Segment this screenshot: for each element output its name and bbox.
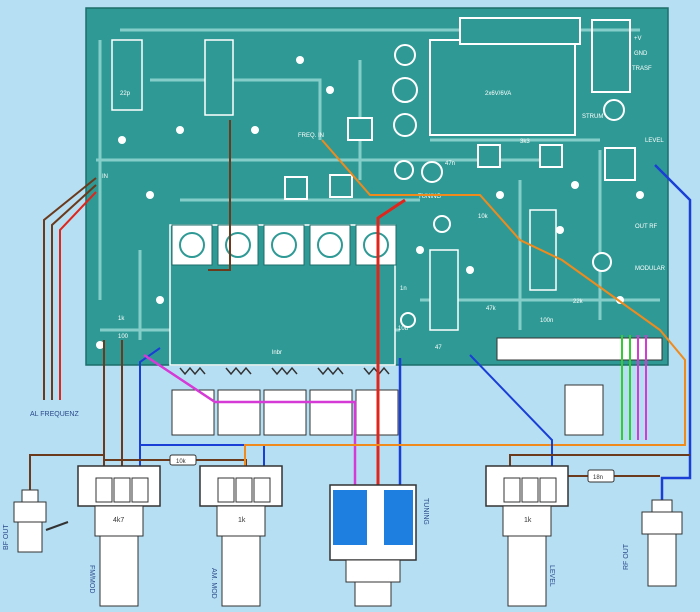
- pcb-label-10u: 10u: [398, 326, 408, 332]
- transformer-connector: [591, 19, 631, 93]
- pcb-label-47: 47: [435, 345, 442, 351]
- pcb-label-22p: 22p: [120, 91, 131, 97]
- bf-out-wire: [29, 454, 104, 490]
- switch-bank-logo: lnbr: [272, 350, 282, 356]
- blue-rf-wire: [654, 164, 692, 500]
- pcb-label-10k: 10k: [478, 214, 489, 220]
- freq-in-label: FREQ. IN: [298, 133, 324, 139]
- tuning-pcb-label: TUNING: [418, 194, 441, 200]
- rf-out-socket: RF OUT: [623, 499, 683, 587]
- pcb-label-3k3: 3k3: [520, 139, 530, 145]
- strum-label: STRUM: [582, 114, 603, 120]
- al-frequenz-label: AL FREQUENZ: [30, 411, 79, 418]
- transformer-label: TRASF: [632, 66, 652, 72]
- out-rf-label: OUT RF: [635, 224, 658, 230]
- level-potentiometer: 1k LEVEL: [485, 465, 569, 607]
- blue-level-wire: [469, 354, 553, 470]
- brown-switch-wire: [208, 120, 231, 271]
- fm-mod-label: FM/MOD: [88, 565, 95, 593]
- fm-mod-potentiometer: 4k7 FM/MOD: [77, 465, 161, 607]
- level-label: LEVEL: [548, 565, 555, 587]
- magenta-wire: [143, 353, 357, 485]
- strip-wires: [621, 335, 647, 440]
- tuning-capacitor: TUNING: [329, 484, 429, 607]
- in-pcb-label: IN: [102, 174, 108, 180]
- level-pcb-label: LEVEL: [645, 138, 664, 144]
- al-frequenz-wires: [43, 177, 97, 400]
- pcb-label-100n: 100n: [540, 318, 553, 324]
- transformer-inner: [459, 17, 581, 45]
- pcb-label-100: 100: [118, 334, 129, 340]
- am-mod-value: 1k: [238, 517, 246, 524]
- am-mod-label: AM. MOD: [210, 568, 217, 599]
- pcb-label-47k: 47k: [486, 306, 497, 312]
- bf-out-label: BF OUT: [3, 524, 10, 550]
- pcb-label-gnd: GND: [634, 51, 648, 57]
- transformer-rating: 2x6V/6VA: [485, 91, 511, 97]
- pcb-label-1k: 1k: [118, 316, 125, 322]
- rf-resistor-label: 18n: [593, 475, 603, 481]
- transformer-block: [429, 39, 576, 136]
- pcb-label-1n: 1n: [400, 286, 407, 292]
- pcb-label-47n: 47n: [445, 161, 455, 167]
- switch-springs: [179, 366, 390, 376]
- rf-resistor: [587, 469, 615, 483]
- trimmers: [284, 117, 636, 200]
- fm-mod-value: 4k7: [113, 517, 124, 524]
- level-value: 1k: [524, 517, 532, 524]
- modulation-label: MODULAR: [635, 266, 666, 272]
- switch-bank: lnbr: [169, 224, 397, 366]
- orange-wire: [244, 139, 686, 470]
- level-pot-box: [564, 384, 604, 436]
- ic-chips: [111, 39, 557, 331]
- pcb-label-vcc: +V: [634, 36, 642, 42]
- link-resistor-label: 10k: [176, 459, 187, 465]
- tuning-label: TUNING: [422, 498, 429, 525]
- fm-mod-wires: [103, 340, 161, 470]
- bf-out-socket: BF OUT: [3, 489, 69, 553]
- capacitors: [392, 44, 625, 328]
- am-mod-potentiometer: 1k AM. MOD: [199, 465, 283, 607]
- al-frequenz-wire-red: [59, 191, 97, 400]
- link-resistor: [169, 454, 197, 466]
- rf-out-label: RF OUT: [623, 543, 630, 570]
- red-tuning-wire: [376, 198, 406, 485]
- pcb-label-22k: 22k: [573, 299, 584, 305]
- output-connector-strip: [496, 337, 663, 361]
- pcb-pads: [96, 56, 644, 349]
